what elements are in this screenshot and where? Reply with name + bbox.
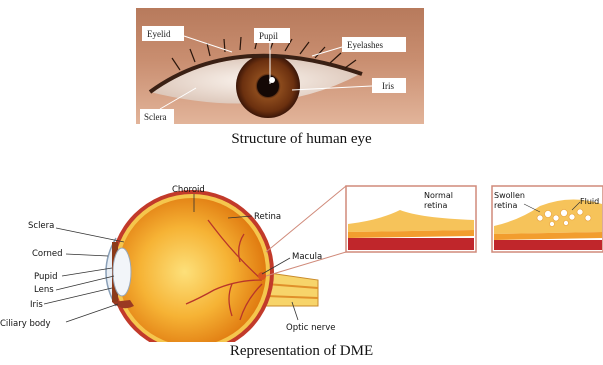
label-lens: Lens: [34, 285, 54, 295]
svg-text:Eyelid: Eyelid: [147, 29, 171, 39]
label-pupil: Pupid: [34, 272, 58, 282]
svg-text:Swollen: Swollen: [494, 191, 525, 200]
dme-diagram: Sclera Corned Pupid Lens Iris Ciliary bo…: [0, 180, 603, 342]
svg-text:Eyelashes: Eyelashes: [347, 40, 383, 50]
label-sclera: Sclera: [28, 221, 54, 231]
svg-text:retina: retina: [494, 201, 517, 210]
macula-dot: [258, 272, 266, 280]
svg-text:Normal: Normal: [424, 191, 453, 200]
label-choroid: Choroid: [172, 185, 205, 195]
inset-normal-retina: Normal retina: [346, 186, 476, 252]
label-ciliary-body: Ciliary body: [0, 319, 50, 329]
eyeball-interior: [118, 198, 266, 342]
svg-text:retina: retina: [424, 201, 447, 210]
inset-swollen-retina: Swollen retina Fluid: [492, 186, 603, 252]
label-retina: Retina: [254, 212, 281, 222]
label-cornea: Corned: [32, 249, 63, 259]
photo-caption: Structure of human eye: [0, 131, 603, 148]
label-optic-nerve: Optic nerve: [286, 323, 336, 333]
svg-text:Pupil: Pupil: [259, 31, 279, 41]
svg-text:Sclera: Sclera: [144, 112, 167, 122]
svg-text:Iris: Iris: [382, 81, 394, 91]
photo-pupil: [257, 75, 279, 97]
label-iris: Iris: [30, 300, 43, 310]
diagram-caption: Representation of DME: [0, 343, 603, 360]
svg-text:Fluid: Fluid: [580, 197, 599, 206]
lens-shape: [113, 248, 131, 296]
eye-photo: Eyelid Pupil Eyelashes Iris Sclera: [0, 0, 603, 130]
